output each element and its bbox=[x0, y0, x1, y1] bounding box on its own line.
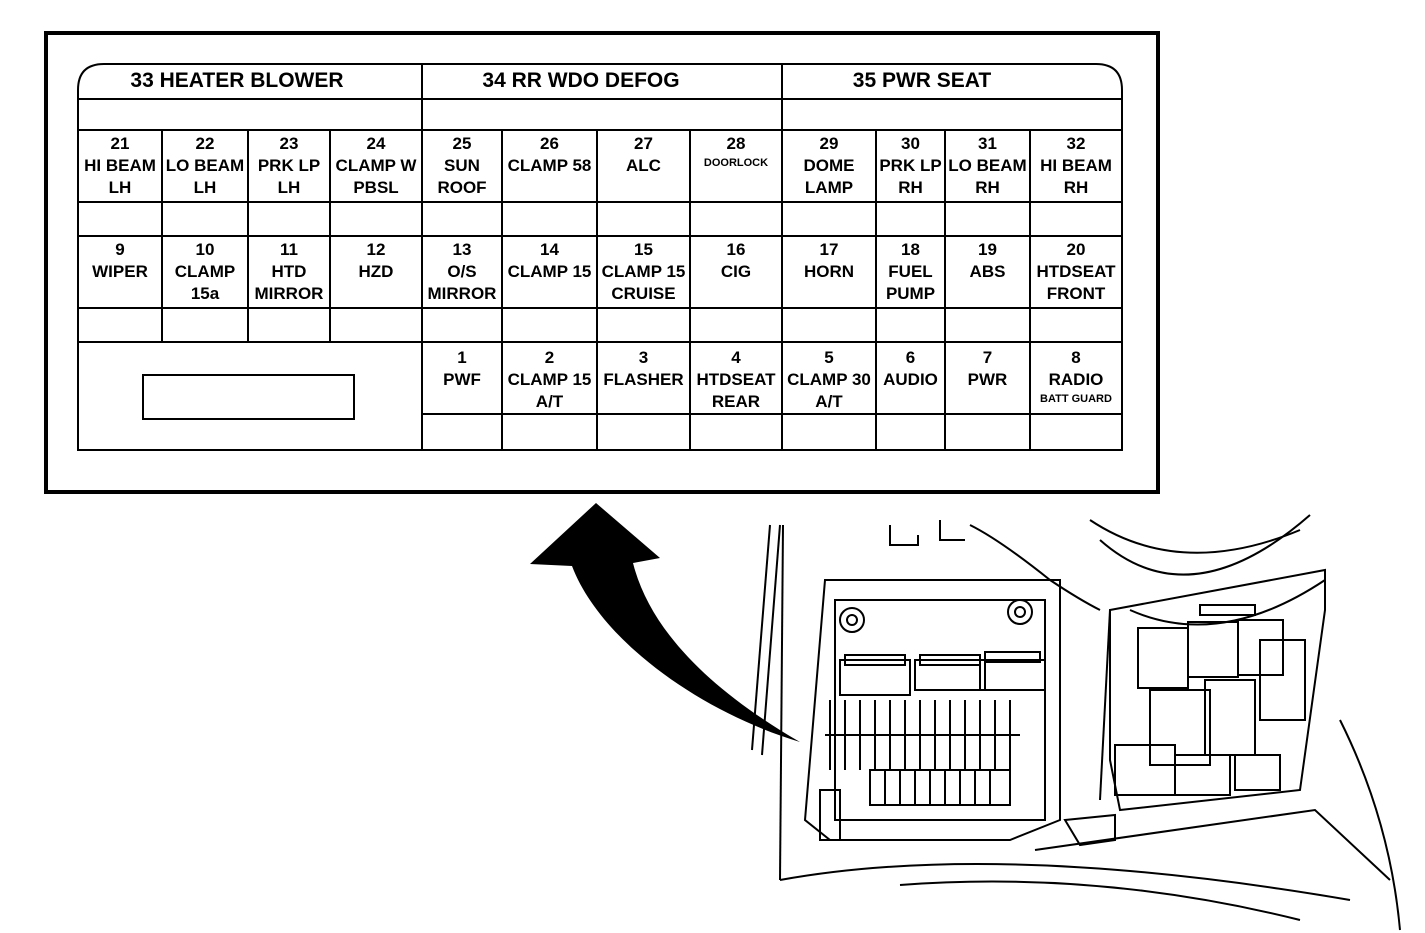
fuse-chart-grid bbox=[77, 63, 1123, 451]
fuse-chart-frame bbox=[44, 31, 1160, 494]
curved-arrow-icon bbox=[530, 503, 800, 742]
blank-label-box bbox=[142, 374, 355, 420]
fuse-box-illustration bbox=[751, 514, 1401, 931]
